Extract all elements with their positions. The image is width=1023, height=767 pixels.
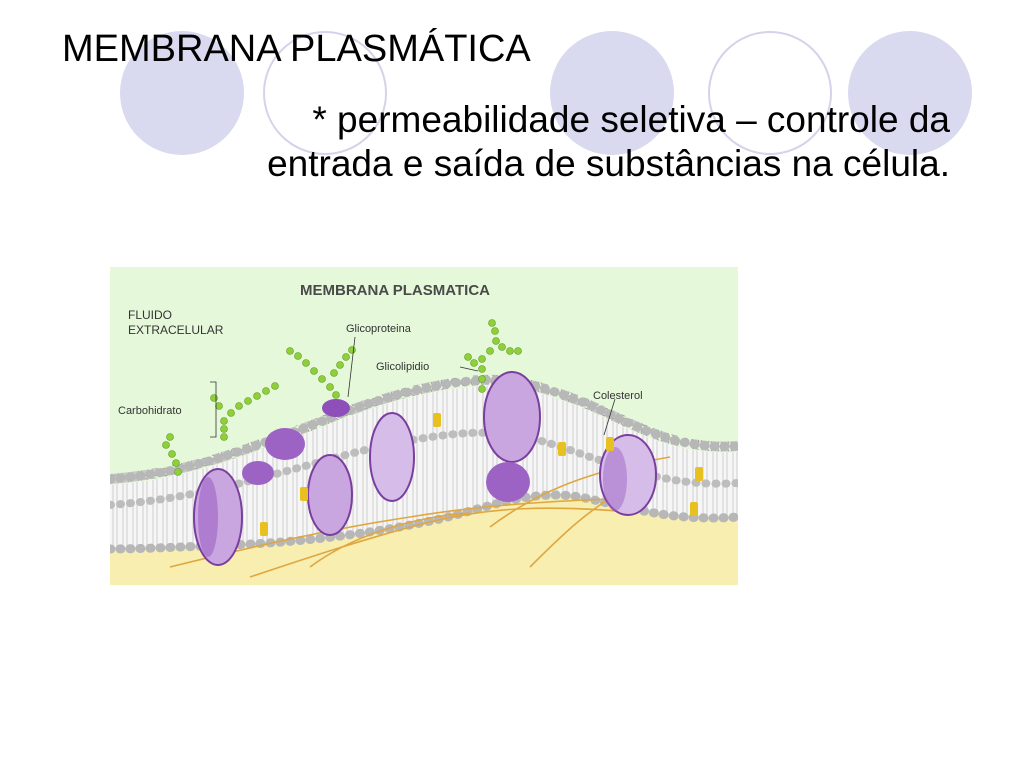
- body-line-2: entrada e saída de substâncias na célula…: [267, 143, 950, 185]
- figure-title: MEMBRANA PLASMATICA: [300, 282, 490, 299]
- decor-circle-outline: [708, 31, 832, 155]
- decor-circle-filled: [550, 31, 674, 155]
- protein-2: [242, 461, 274, 485]
- label-colesterol: Colesterol: [593, 390, 643, 402]
- protein-7: [483, 371, 541, 463]
- body-line-1: * permeabilidade seletiva – controle da: [312, 99, 950, 140]
- bilayer-tails: [110, 385, 738, 549]
- label-fluido-line1: FLUIDO: [128, 308, 172, 322]
- label-glicoproteina: Glicoproteina: [346, 323, 412, 335]
- label-fluido-line2: EXTRACELULAR: [128, 323, 224, 337]
- label-leader-lines: [210, 336, 616, 438]
- protein-1-shade: [198, 477, 218, 557]
- outer-head-layer-line: [110, 375, 738, 484]
- protein-5: [307, 454, 353, 536]
- decor-circle-filled: [848, 31, 972, 155]
- membrane-proteins: [193, 371, 657, 566]
- carbohydrate-chains: [162, 319, 522, 476]
- decor-circle-outline: [263, 31, 387, 155]
- label-glicolipidio: Glicolipidio: [376, 361, 429, 373]
- membrane-diagram: MEMBRANA PLASMATICA FLUIDO EXTRACELULAR …: [110, 267, 738, 585]
- mid-head-layer: [110, 428, 738, 509]
- protein-8-shade: [603, 447, 627, 511]
- protein-4: [322, 399, 350, 417]
- label-carbohidrato: Carbohidrato: [118, 405, 182, 417]
- protein-3: [265, 428, 305, 460]
- decor-circle-filled: [120, 31, 244, 155]
- protein-6: [369, 412, 415, 502]
- cholesterol-molecules: [260, 413, 703, 536]
- slide-body-text: * permeabilidade seletiva – controle da …: [90, 98, 950, 187]
- slide-title: MEMBRANA PLASMÁTICA: [62, 28, 531, 70]
- protein-7-lower: [486, 462, 530, 502]
